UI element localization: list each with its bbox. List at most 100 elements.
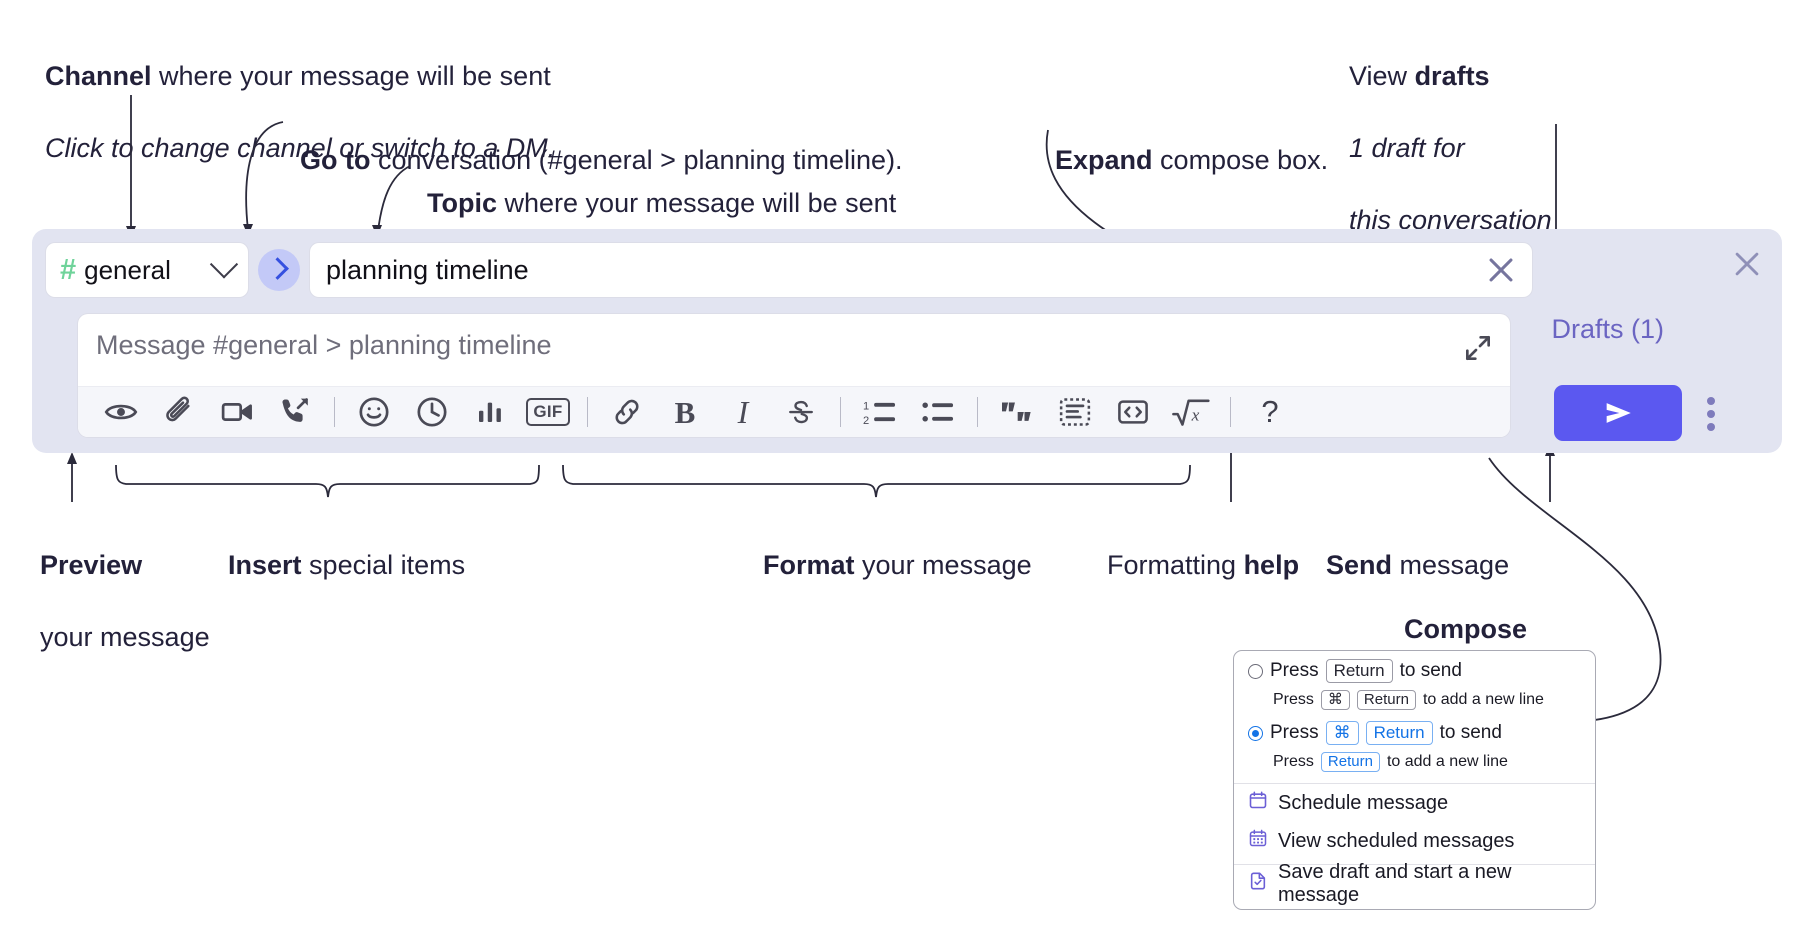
opt1-hint-prefix: Press [1273,690,1314,708]
send-button[interactable] [1554,385,1682,441]
menu-item-save-draft[interactable]: Save draft and start a new message [1234,861,1595,906]
strikethrough-icon[interactable] [772,388,830,436]
menu-item-label: View scheduled messages [1278,829,1515,852]
hash-icon: # [60,253,77,286]
annotation-channel-rest: where your message will be sent [151,61,551,91]
opt1-suffix: to send [1399,660,1462,681]
menu-item-schedule-message[interactable]: Schedule message [1234,784,1595,822]
opt2-hint-suffix: to add a new line [1386,752,1508,770]
poll-icon[interactable] [461,388,519,436]
opt1-hint-suffix: to add a new line [1422,690,1544,708]
chevron-right-icon [266,257,289,280]
expand-icon[interactable] [1462,332,1494,364]
annotation-channel-bold: Channel [45,61,152,91]
key-return-hint: Return [1356,689,1416,710]
menu-divider-1 [1234,783,1595,784]
menu-option-return-to-send[interactable]: Press Return to send [1234,656,1595,686]
annotation-preview-line2: your message [40,622,210,652]
opt1-prefix: Press [1270,660,1319,681]
opt2-prefix: Press [1270,722,1319,743]
code-block-icon[interactable] [1046,388,1104,436]
gif-icon[interactable]: GIF [519,388,577,436]
dot-3 [1707,423,1715,431]
toolbar-divider-1 [334,397,335,427]
svg-text:1: 1 [863,400,869,412]
annotation-send: Send message [1311,511,1509,583]
annotation-formatting-help: Formatting help [1092,511,1299,583]
annotation-drafts: View drafts 1 draft for this conversatio… [1334,22,1552,238]
italic-icon[interactable]: I [714,388,772,436]
link-icon[interactable] [598,388,656,436]
video-icon[interactable] [208,388,266,436]
bold-icon[interactable]: B [656,388,714,436]
help-label: ? [1261,394,1279,429]
message-input-placeholder: Message #general > planning timeline [96,330,552,360]
annotation-preview-bold: Preview [40,550,143,580]
close-compose-icon[interactable] [1730,247,1764,281]
key-return: Return [1325,659,1393,683]
compose-options-button[interactable] [1696,397,1726,431]
drafts-link[interactable]: Drafts (1) [1551,314,1664,344]
annotation-send-bold: Send [1326,550,1393,580]
annotation-preview: Preview your message [25,511,210,655]
channel-name-label: general [84,254,171,285]
menu-option-1-hint: Press ⌘ Return to add a new line [1234,686,1595,713]
key-command: ⌘ [1320,689,1350,710]
annotation-goto: Go to conversation (#general > planning … [285,106,903,178]
annotation-goto-rest: conversation (#general > planning timeli… [370,145,903,175]
svg-text:x: x [1191,406,1200,425]
save-draft-icon [1248,871,1268,897]
menu-item-label: Save draft and start a new message [1278,861,1512,906]
ordered-list-icon[interactable]: 1 2 [851,388,909,436]
topic-input[interactable]: planning timeline [310,243,1532,297]
annotation-drafts-line1-plain: View [1349,61,1415,91]
compose-header-row: # general planning timeline [46,243,1532,297]
compose-options-menu[interactable]: Press Return to send Press ⌘ Return to a… [1233,650,1596,910]
channel-selector[interactable]: # general [46,243,248,297]
annotation-drafts-line1-bold: drafts [1414,61,1490,91]
message-compose-box[interactable]: Message #general > planning timeline [78,314,1510,437]
emoji-icon[interactable] [345,388,403,436]
toolbar-divider-5 [1230,397,1231,427]
annotation-expand: Expand compose box. [1040,106,1328,178]
clock-icon[interactable] [403,388,461,436]
italic-label: I [737,394,749,430]
close-icon[interactable] [1484,253,1518,287]
annotation-goto-bold: Go to [300,145,371,175]
annotation-topic-rest: where your message will be sent [497,188,897,218]
key-return-hint-2: Return [1320,751,1380,772]
bulleted-list-icon[interactable] [909,388,967,436]
attachment-icon[interactable] [150,388,208,436]
compose-widget: # general planning timeline Message #gen… [32,229,1782,453]
toolbar-divider-4 [977,397,978,427]
blockquote-icon[interactable] [988,388,1046,436]
formatting-help-icon[interactable]: ? [1241,388,1299,436]
annotation-expand-bold: Expand [1055,145,1153,175]
annotation-compose-bold1: Compose [1404,614,1528,644]
opt2-hint-prefix: Press [1273,752,1314,770]
radio-return-to-send[interactable] [1248,663,1263,679]
annotation-insert-bold: Insert [228,550,302,580]
audio-call-icon[interactable] [266,388,324,436]
opt2-suffix: to send [1439,722,1502,743]
preview-icon[interactable] [92,388,150,436]
goto-conversation-button[interactable] [258,249,300,291]
radio-cmd-return-to-send[interactable] [1248,725,1263,741]
annotation-format: Format your message [748,511,1032,583]
toolbar-divider-3 [840,397,841,427]
code-icon[interactable] [1104,388,1162,436]
send-icon [1606,403,1631,423]
menu-option-cmd-return-to-send[interactable]: Press ⌘ Return to send [1234,718,1595,748]
annotation-drafts-line2: 1 draft for [1349,133,1465,163]
menu-item-view-scheduled-messages[interactable]: View scheduled messages [1234,822,1595,860]
dot-1 [1707,397,1715,405]
gif-label: GIF [526,398,570,426]
dot-2 [1707,410,1715,418]
annotation-topic: Topic where your message will be sent [412,149,896,221]
bold-label: B [674,394,696,430]
calendar-icon [1248,790,1268,816]
annotation-help-plain: Formatting [1107,550,1244,580]
menu-divider-2 [1234,864,1595,865]
chevron-down-icon [209,250,239,279]
math-icon[interactable]: x [1162,388,1220,436]
